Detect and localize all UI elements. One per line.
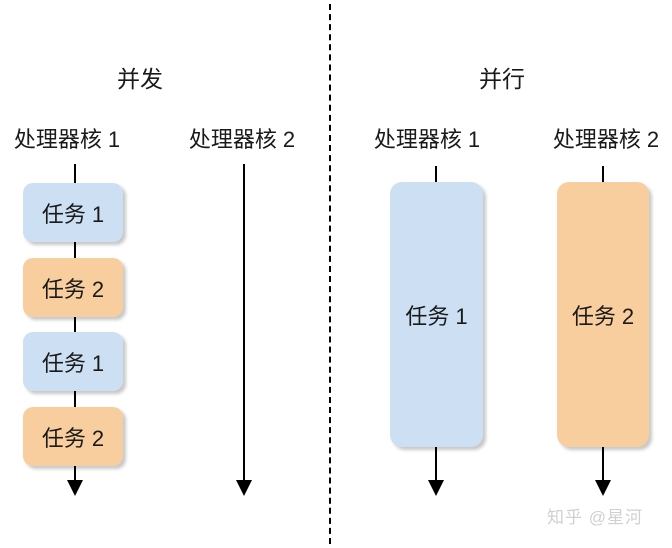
right-section-title: 并行: [479, 66, 525, 92]
task-label: 任务 2: [41, 425, 105, 451]
task-block: 任务 2: [23, 258, 123, 317]
zhihu-watermark: 知乎 @星河: [547, 508, 643, 527]
right-core2-arrowhead-icon: [595, 480, 611, 496]
task-label: 任务 2: [41, 276, 105, 302]
left-core1-arrowhead-icon: [67, 480, 83, 496]
left-core1-label: 处理器核 1: [13, 127, 121, 152]
section-divider-dashed-line: [329, 4, 331, 544]
right-core1-label: 处理器核 1: [373, 127, 481, 152]
task-block: 任务 1: [390, 182, 483, 447]
task-label: 任务 1: [41, 350, 105, 376]
left-core1-timeline-line: [74, 164, 76, 480]
left-core2-label: 处理器核 2: [188, 127, 296, 152]
task-block: 任务 2: [557, 182, 649, 447]
left-core2-timeline-line: [243, 164, 245, 480]
task-block: 任务 1: [23, 183, 123, 242]
task-block: 任务 1: [23, 332, 123, 391]
right-core1-arrowhead-icon: [428, 480, 444, 496]
task-block: 任务 2: [23, 407, 123, 466]
task-label: 任务 1: [405, 303, 468, 329]
left-core2-arrowhead-icon: [236, 480, 252, 496]
task-label: 任务 1: [41, 201, 105, 227]
right-core2-label: 处理器核 2: [552, 127, 660, 152]
task-label: 任务 2: [571, 303, 635, 329]
left-section-title: 并发: [117, 66, 163, 92]
